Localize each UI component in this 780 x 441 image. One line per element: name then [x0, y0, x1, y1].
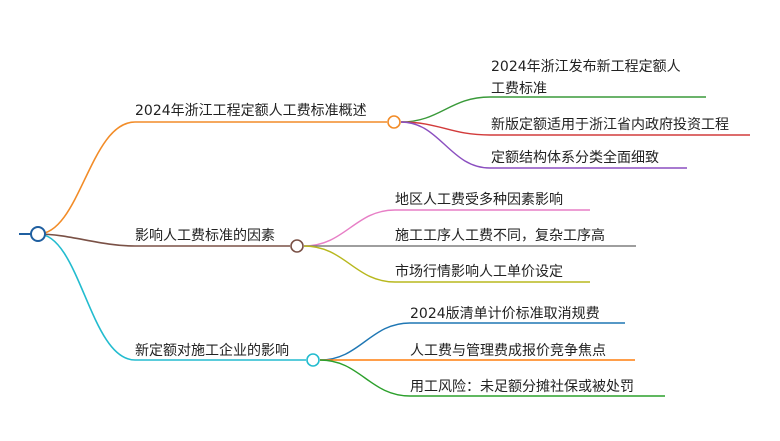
- overview-child-2-label: 新版定额适用于浙江省内政府投资工程: [491, 117, 729, 133]
- root-to-branch-factors-link: [37, 233, 290, 247]
- branch-impact-node[interactable]: [306, 353, 320, 367]
- overview-child-3-link: [400, 121, 687, 169]
- root-to-branch-overview-link: [37, 121, 387, 235]
- branch-impact-label: 新定额对施工企业的影响: [135, 342, 289, 359]
- impact-child-1-link: [319, 322, 625, 361]
- overview-child-2-link: [400, 121, 750, 136]
- branch-factors-node[interactable]: [290, 239, 304, 253]
- branch-overview-label: 2024年浙江工程定额人工费标准概述: [135, 103, 367, 119]
- branch-overview: 2024年浙江工程定额人工费标准概述 2024年浙江发布新工程定额人 工费标准 …: [37, 59, 750, 235]
- branch-impact: 新定额对施工企业的影响 2024版清单计价标准取消规费 人工费与管理费成报价竞争…: [37, 233, 665, 397]
- impact-child-3-label: 用工风险：未足额分摊社保或被处罚: [410, 379, 634, 395]
- overview-child-3-label: 定额结构体系分类全面细致: [491, 149, 659, 166]
- branch-factors-label: 影响人工费标准的因素: [135, 228, 275, 244]
- impact-child-3-link: [319, 359, 665, 397]
- factors-child-1-label: 地区人工费受多种因素影响: [395, 191, 563, 208]
- factors-child-3-label: 市场行情影响人工单价设定: [395, 263, 563, 280]
- factors-child-3-link: [303, 245, 590, 283]
- overview-child-1-link: [400, 96, 706, 123]
- overview-child-1-label: 2024年浙江发布新工程定额人 工费标准: [491, 59, 685, 97]
- factors-child-2-label: 施工工序人工费不同，复杂工序高: [395, 227, 605, 244]
- root-to-branch-impact-link: [37, 233, 306, 361]
- root-node[interactable]: [30, 226, 46, 242]
- impact-child-1-label: 2024版清单计价标准取消规费: [410, 306, 600, 322]
- factors-child-1-link: [303, 209, 590, 247]
- branch-factors: 影响人工费标准的因素 地区人工费受多种因素影响 施工工序人工费不同，复杂工序高 …: [37, 191, 636, 283]
- impact-child-2-label: 人工费与管理费成报价竞争焦点: [410, 342, 606, 359]
- branch-overview-node[interactable]: [387, 115, 401, 129]
